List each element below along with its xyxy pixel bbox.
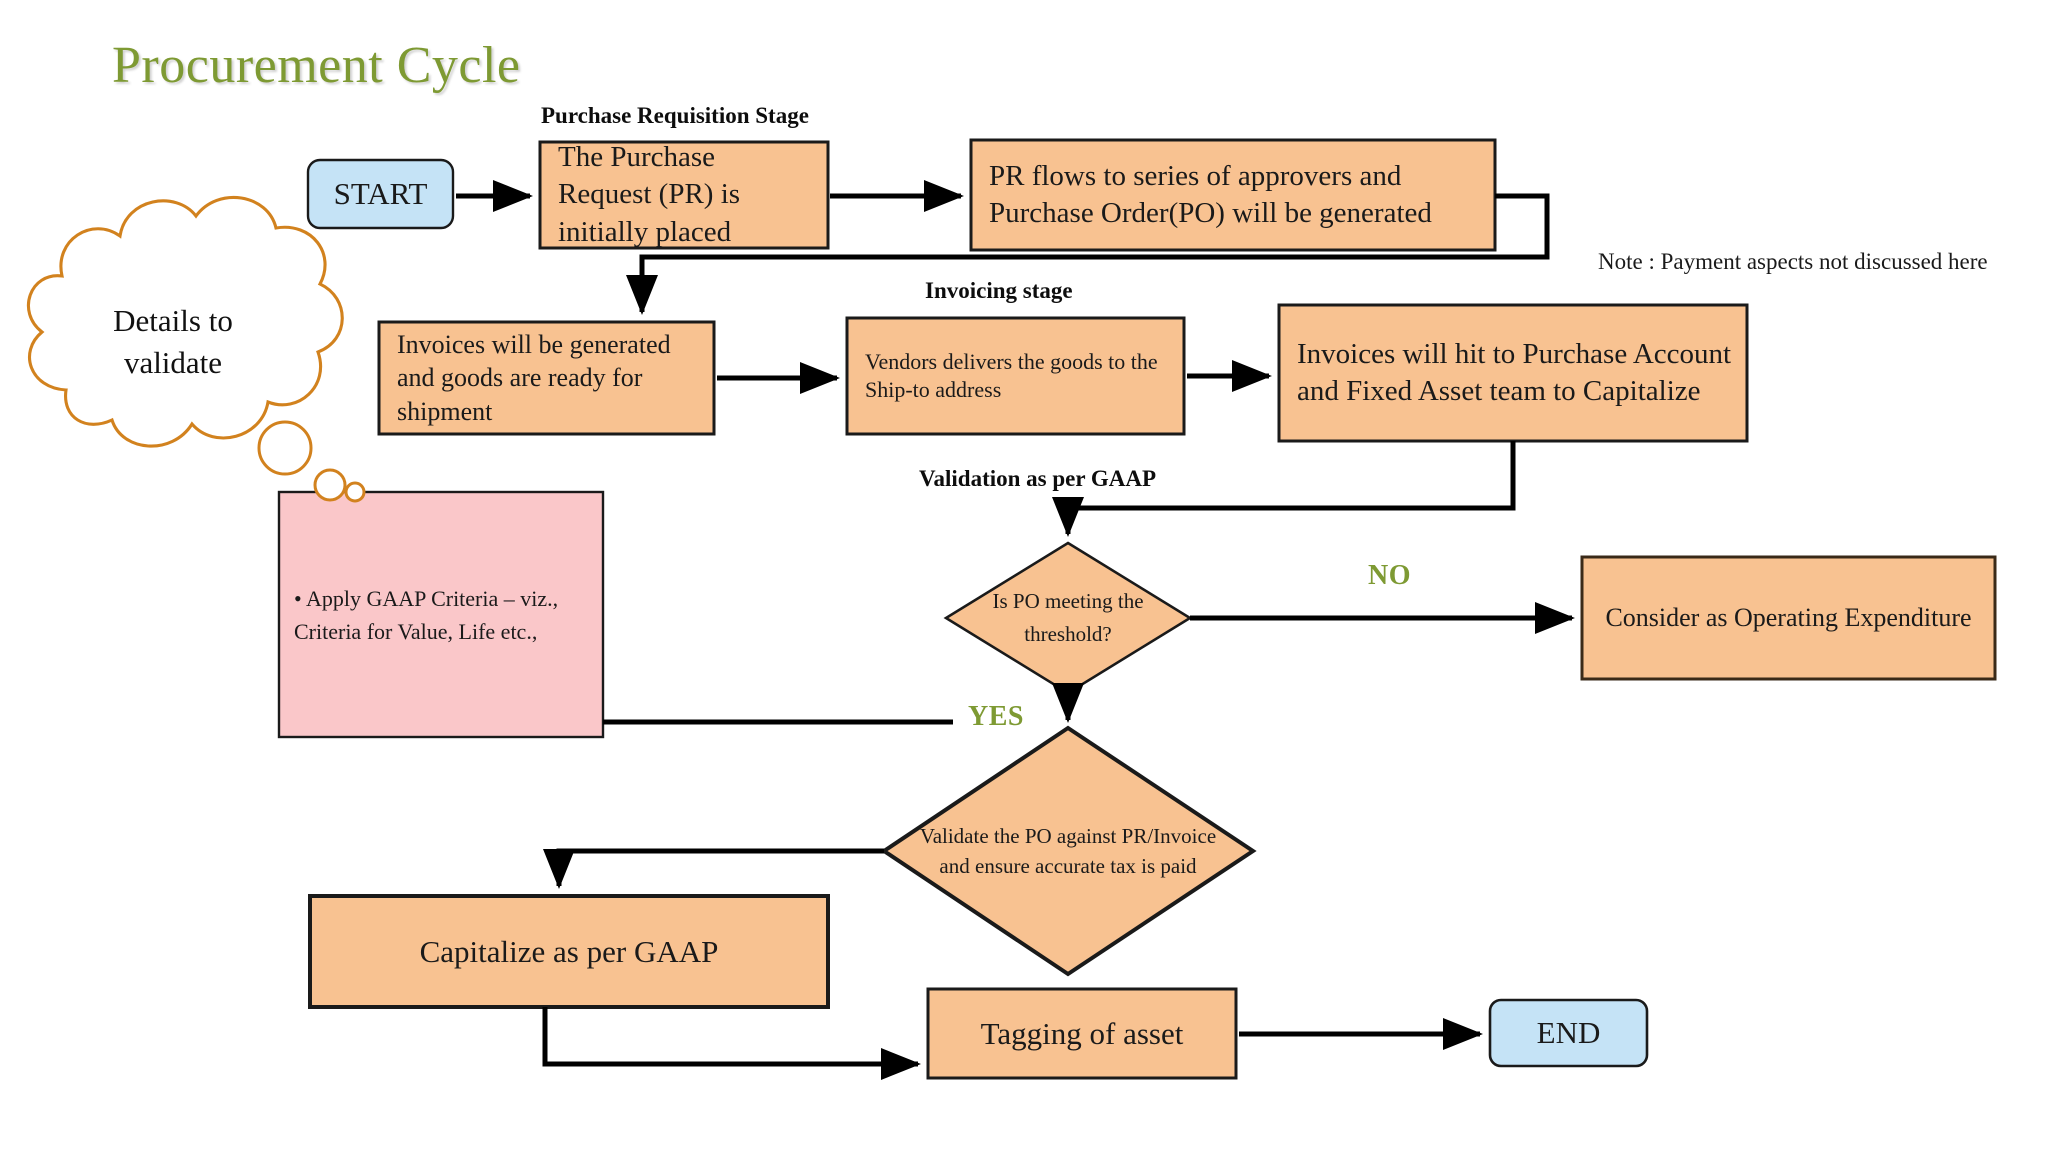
shape-invoices-hit[interactable] <box>1277 303 1749 443</box>
shape-operating-expenditure[interactable] <box>1580 555 1997 681</box>
label-validation-stage: Validation as per GAAP <box>919 466 1157 491</box>
label-purchase-requisition-stage: Purchase Requisition Stage <box>541 103 809 128</box>
shape-pr-flows[interactable] <box>969 138 1497 252</box>
shape-decision-threshold[interactable] <box>943 541 1193 695</box>
cloud-text-line-1: Details to <box>113 303 233 338</box>
label-invoicing-stage: Invoicing stage <box>925 278 1073 303</box>
shape-purchase-request[interactable] <box>538 140 830 250</box>
connector-capitalize-to-tagging <box>542 1007 921 1080</box>
shape-decision-validate[interactable] <box>880 725 1257 977</box>
shape-tagging[interactable] <box>926 987 1238 1080</box>
thought-cloud <box>26 195 366 503</box>
cloud-text: Details to validate <box>48 300 298 384</box>
page-title: Procurement Cycle <box>112 37 521 94</box>
shape-vendors-deliver[interactable] <box>845 316 1186 436</box>
connector-invoiceshit-to-decision <box>1052 441 1516 537</box>
shape-end[interactable] <box>1488 998 1649 1068</box>
shape-start[interactable] <box>306 158 455 230</box>
cloud-text-line-2: validate <box>123 344 223 380</box>
shape-capitalize[interactable] <box>308 894 830 1009</box>
shape-gaap-criteria[interactable] <box>277 490 605 739</box>
label-branch-yes: YES <box>968 701 1024 732</box>
connector-validate-to-capitalize <box>543 848 884 889</box>
connector-prflows-to-invoices <box>626 193 1550 315</box>
note-payment-aspects: Note : Payment aspects not discussed her… <box>1598 249 1988 274</box>
label-branch-no: NO <box>1368 560 1411 591</box>
shape-invoices-generated[interactable] <box>377 320 716 436</box>
